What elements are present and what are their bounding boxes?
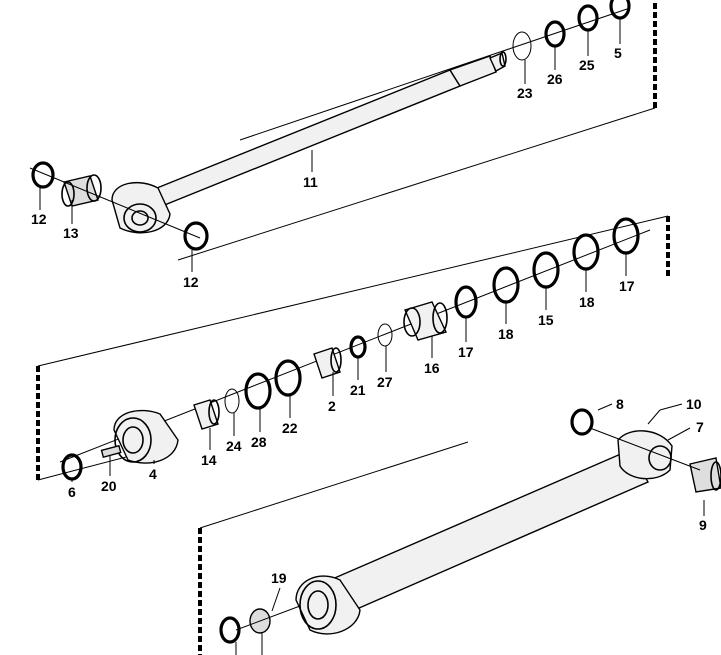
spacer-2 xyxy=(313,347,342,379)
bushing-14 xyxy=(193,399,220,430)
bolt-20 xyxy=(100,444,122,459)
callout-28: 28 xyxy=(251,434,267,450)
callout-25: 25 xyxy=(579,57,595,73)
callout-11: 11 xyxy=(303,174,318,190)
callout-2: 2 xyxy=(328,398,336,414)
wiper-23 xyxy=(512,31,532,61)
cylinder-head-4 xyxy=(113,409,179,464)
piston-rod xyxy=(150,7,631,207)
ring-6 xyxy=(61,453,83,481)
callout-17-right: 17 xyxy=(619,278,635,294)
callout-7: 7 xyxy=(696,419,704,435)
ring-bottom-left xyxy=(219,616,241,644)
wiper-24 xyxy=(224,388,240,414)
callout-22: 22 xyxy=(282,420,298,436)
bushing-13 xyxy=(61,174,102,207)
callout-24: 24 xyxy=(226,438,242,454)
callout-18-right: 18 xyxy=(579,294,595,310)
callout-6: 6 xyxy=(68,484,76,500)
callout-12-bottom: 12 xyxy=(183,274,199,290)
callout-17-left: 17 xyxy=(458,344,474,360)
section-frame-middle xyxy=(36,215,670,481)
callout-13: 13 xyxy=(63,225,79,241)
seal-22 xyxy=(274,359,302,397)
grease-nipple-10 xyxy=(647,409,661,425)
section-frame-top xyxy=(177,0,657,261)
ring-27 xyxy=(377,323,393,347)
ring-8 xyxy=(570,408,594,436)
callout-16: 16 xyxy=(424,360,440,376)
seal-ring-12b xyxy=(183,221,209,251)
callout-4: 4 xyxy=(149,466,157,482)
callout-5: 5 xyxy=(614,45,622,61)
callout-27: 27 xyxy=(377,374,393,390)
callout-12-top: 12 xyxy=(31,211,47,227)
seal-28 xyxy=(244,372,272,410)
piston-16 xyxy=(403,301,448,341)
callout-14: 14 xyxy=(201,452,217,468)
callout-10: 10 xyxy=(686,396,702,412)
callout-8: 8 xyxy=(616,396,624,412)
section-frame-bottom xyxy=(198,441,469,655)
callout-19: 19 xyxy=(271,570,287,586)
ring-15 xyxy=(532,251,560,289)
seal-ring-12a xyxy=(31,161,55,189)
bushing-9 xyxy=(689,457,721,493)
cylinder-tube xyxy=(295,430,673,635)
rod-eye xyxy=(111,181,171,234)
callout-9: 9 xyxy=(699,517,707,533)
ring-18a xyxy=(492,266,520,304)
callout-21: 21 xyxy=(350,382,366,398)
callout-23: 23 xyxy=(517,85,533,101)
callout-20: 20 xyxy=(101,478,117,494)
leader-lines xyxy=(39,18,705,655)
ring-25 xyxy=(577,4,599,32)
callout-18-left: 18 xyxy=(498,326,514,342)
callout-15: 15 xyxy=(538,312,554,328)
callout-26: 26 xyxy=(547,71,563,87)
ring-26 xyxy=(544,20,566,48)
